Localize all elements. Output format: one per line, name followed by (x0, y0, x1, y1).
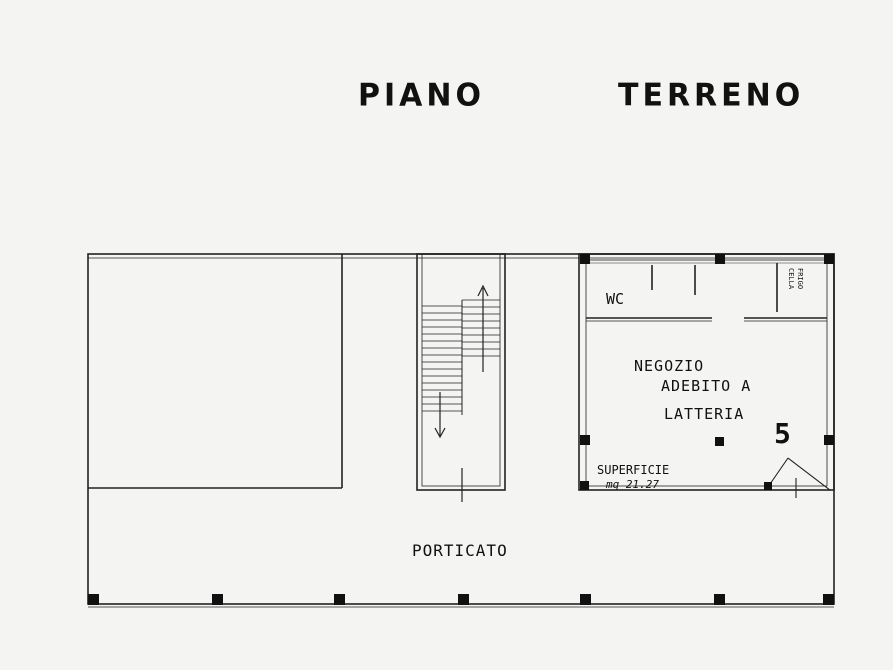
column (823, 594, 834, 605)
column (715, 254, 725, 264)
cella-label-1: CELLA (787, 268, 795, 290)
column (580, 481, 589, 490)
column (458, 594, 469, 605)
column (580, 435, 590, 445)
column (212, 594, 223, 605)
column (334, 594, 345, 605)
stair-arrows (434, 284, 489, 502)
shop-label-2: ADEBITO A (661, 377, 751, 395)
title-word-terreno: TERRENO (618, 77, 805, 114)
column (715, 437, 724, 446)
column (824, 435, 834, 445)
unit-number: 5 (774, 417, 791, 450)
stairwell (416, 253, 506, 491)
structural-columns (88, 254, 834, 605)
column (824, 254, 834, 264)
surface-label: SUPERFICIE (597, 463, 669, 477)
portico-label: PORTICATO (412, 541, 508, 560)
column (764, 482, 772, 490)
shop-label-3: LATTERIA (664, 405, 744, 423)
door-swing (767, 457, 831, 498)
wc-label: WC (606, 290, 624, 308)
title-word-piano: PIANO (358, 77, 485, 114)
column (88, 594, 99, 605)
surface-value: mq 21.27 (605, 478, 659, 491)
shop-label-1: NEGOZIO (634, 357, 704, 375)
column (580, 254, 590, 264)
column (580, 594, 591, 605)
column (714, 594, 725, 605)
shop-room (578, 253, 835, 491)
cella-label-2: FRIGO (796, 268, 804, 289)
stair-treads (422, 299, 500, 412)
